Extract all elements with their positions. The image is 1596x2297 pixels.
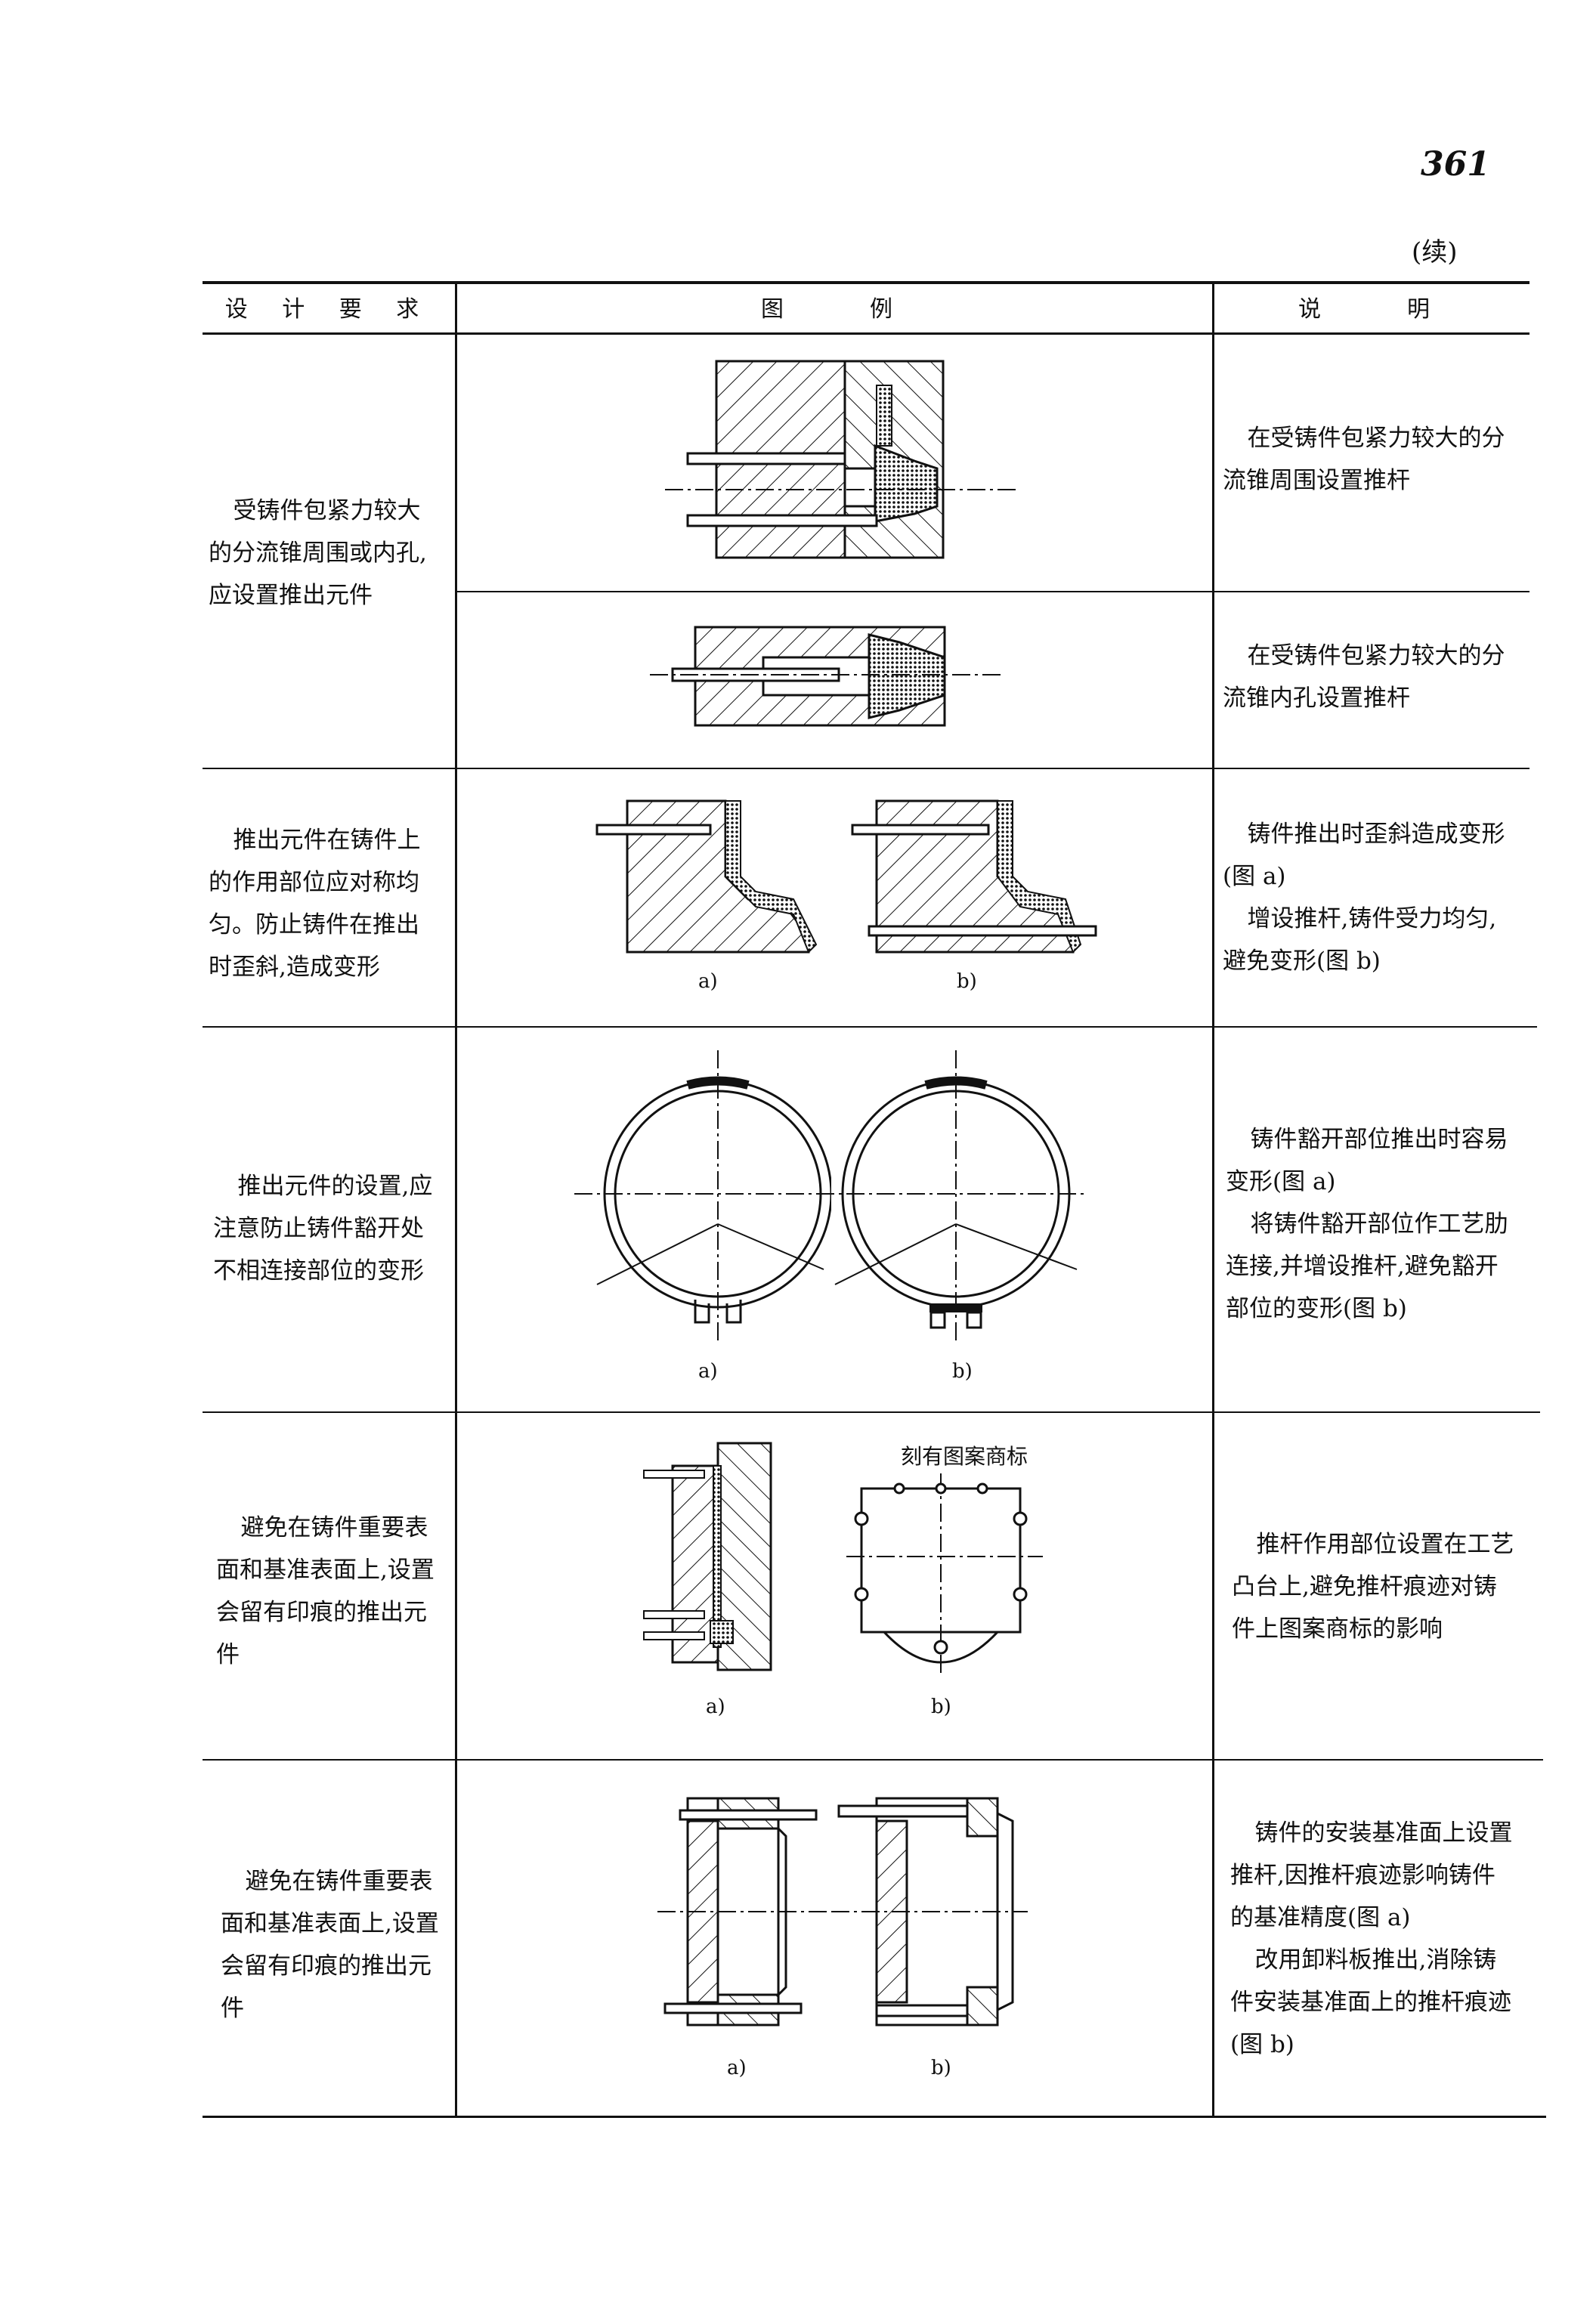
figure-label-a: a) [706,1696,725,1718]
text-line: 注意防止铸件豁开处 [213,1215,424,1242]
text-line: 不相连接部位的变形 [213,1257,424,1285]
text-line: (图 a) [1223,863,1286,890]
text-line: 的作用部位应对称均 [209,869,419,896]
text-line: 铸件的安装基准面上设置 [1254,1819,1513,1847]
text-line: (图 b) [1230,2031,1294,2058]
table-top-rule [203,281,1530,284]
figure-a-ejector-on-boss [643,1442,772,1671]
text-line: 变形(图 a) [1226,1168,1336,1195]
text-line: 避免在铸件重要表 [245,1868,433,1895]
figure-label-a: a) [727,2057,747,2079]
text-line: 连接,并增设推杆,避免豁开 [1226,1253,1499,1280]
row-divider [203,1759,1543,1761]
figure-b-ejection-balanced [851,799,1097,954]
text-line: 部位的变形(图 b) [1226,1295,1407,1322]
explanation-text: 推杆作用部位设置在工艺 凸台上,避免推杆痕迹对铸 件上图案商标的影响 [1232,1523,1542,1650]
text-line: 避免变形(图 b) [1223,948,1381,975]
text-line: 件安装基准面上的推杆痕迹 [1230,1989,1511,2016]
text-line: 流锥内孔设置推杆 [1223,685,1410,712]
text-line: 将铸件豁开部位作工艺肋 [1250,1210,1508,1238]
text-line: 时歪斜,造成变形 [209,954,380,981]
figure-label-b: b) [952,1360,973,1383]
text-line: 面和基准表面上,设置 [216,1557,435,1584]
figure-label-a: a) [698,970,718,993]
figure-label-b: b) [957,970,977,993]
figure-sprue-spreader-ejector-around [665,360,1020,559]
text-line: 推杆作用部位设置在工艺 [1256,1531,1514,1558]
text-line: 铸件豁开部位推出时容易 [1250,1126,1508,1153]
figure-b-stripper-plate [831,1797,1028,2026]
row-divider [203,1026,1537,1028]
text-line: 会留有印痕的推出元 [221,1952,431,1980]
requirement-text: 受铸件包紧力较大 的分流锥周围或内孔, 应设置推出元件 [209,490,453,617]
explanation-text: 在受铸件包紧力较大的分 流锥内孔设置推杆 [1223,635,1525,719]
text-line: 受铸件包紧力较大 [233,497,421,524]
table-bottom-rule [203,2116,1546,2118]
text-line: 的分流锥周围或内孔, [209,539,427,567]
header-rule [203,332,1530,335]
header-explanation: 说 明 [1298,296,1443,323]
text-line: 铸件推出时歪斜造成变形 [1247,821,1505,848]
figure-sprue-spreader-ejector-inner [650,626,1005,727]
figure-label-a: a) [698,1360,718,1383]
row-divider [203,768,1530,769]
figure-b-split-ring-with-rib [816,1050,1088,1345]
text-line: 推出元件的设置,应 [237,1173,433,1200]
figure-label-b: b) [931,1696,951,1718]
text-line: 推出元件在铸件上 [233,827,421,854]
figure-label-b: b) [931,2057,951,2079]
text-line: 增设推杆,铸件受力均匀, [1247,905,1497,932]
text-line: 在受铸件包紧力较大的分 [1247,642,1505,669]
text-line: 件 [216,1641,240,1668]
page-number: 361 [1421,145,1490,184]
column-divider [1212,281,1214,2117]
requirement-text: 避免在铸件重要表 面和基准表面上,设置 会留有印痕的推出元 件 [221,1860,462,2030]
continued-label: (续) [1412,237,1458,267]
figure-a-split-ring [574,1050,831,1345]
explanation-text: 铸件的安装基准面上设置 推杆,因推杆痕迹影响铸件 的基准精度(图 a) 改用卸料… [1230,1812,1545,2066]
requirement-text: 推出元件的设置,应 注意防止铸件豁开处 不相连接部位的变形 [213,1165,455,1292]
explanation-text: 在受铸件包紧力较大的分 流锥周围设置推杆 [1223,417,1525,502]
requirement-text: 避免在铸件重要表 面和基准表面上,设置 会留有印痕的推出元 件 [216,1507,458,1676]
text-line: 件 [221,1995,244,2022]
header-figure: 图 例 [761,296,906,323]
requirement-text: 推出元件在铸件上 的作用部位应对称均 匀。防止铸件在推出 时歪斜,造成变形 [209,819,453,988]
header-requirement: 设 计 要 求 [224,296,433,323]
text-line: 推杆,因推杆痕迹影响铸件 [1230,1862,1495,1889]
row-divider [203,1411,1540,1413]
text-line: 改用卸料板推出,消除铸 [1254,1946,1497,1974]
figure-a-ejection-skew [595,799,818,954]
explanation-text: 铸件豁开部位推出时容易 变形(图 a) 将铸件豁开部位作工艺肋 连接,并增设推杆… [1226,1118,1536,1330]
text-line: 的基准精度(图 a) [1230,1904,1411,1931]
text-line: 面和基准表面上,设置 [221,1910,439,1937]
figure-b-casting-plan-view [846,1473,1043,1677]
text-line: 流锥周围设置推杆 [1223,467,1410,494]
annotation-engraved-logo: 刻有图案商标 [901,1444,1028,1469]
figure-a-ejector-pins-on-datum [657,1797,831,2026]
text-line: 会留有印痕的推出元 [216,1599,427,1626]
text-line: 件上图案商标的影响 [1232,1615,1443,1643]
column-divider [455,281,457,2117]
text-line: 应设置推出元件 [209,582,373,609]
text-line: 避免在铸件重要表 [240,1514,428,1541]
text-line: 在受铸件包紧力较大的分 [1247,425,1505,452]
row-divider [455,591,1530,592]
text-line: 凸台上,避免推杆痕迹对铸 [1232,1573,1497,1600]
text-line: 匀。防止铸件在推出 [209,911,419,938]
explanation-text: 铸件推出时歪斜造成变形 (图 a) 增设推杆,铸件受力均匀, 避免变形(图 b) [1223,813,1533,982]
